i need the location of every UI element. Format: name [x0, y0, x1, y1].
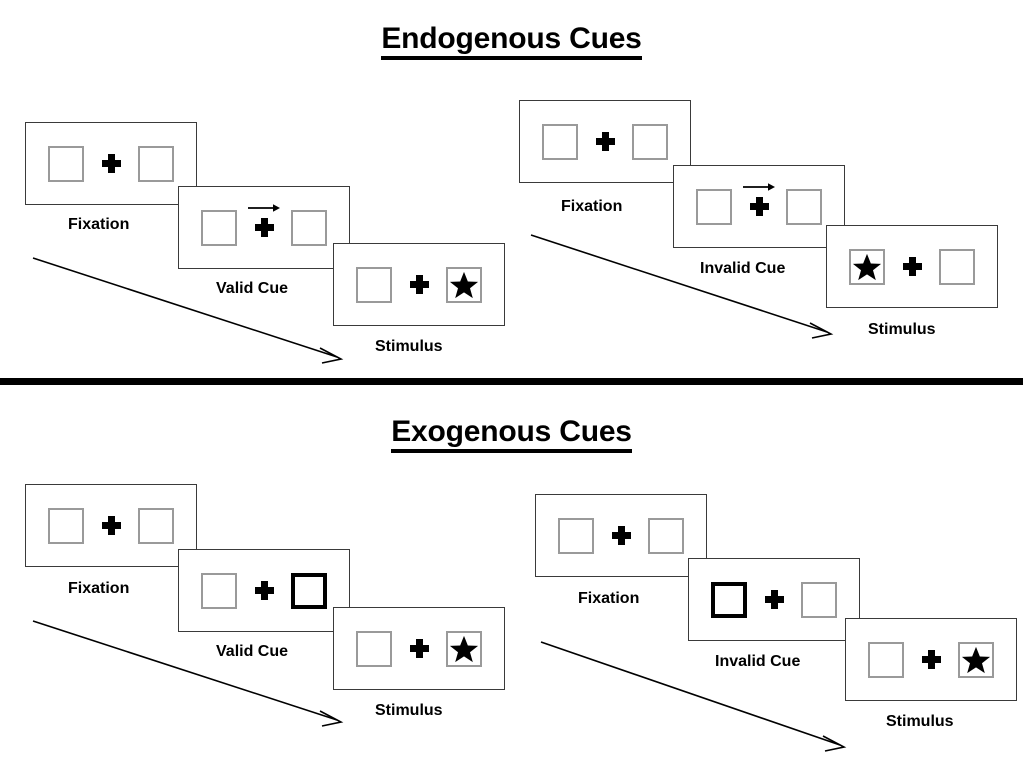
plus-icon: [595, 132, 615, 151]
section-title-endogenous: Endogenous Cues: [0, 22, 1023, 60]
plus-icon: [101, 516, 121, 535]
plus-icon: [101, 154, 121, 173]
fixation-cross-wrap: [747, 590, 801, 609]
frame-exogenous-valid-fixation: [25, 484, 197, 567]
frame-endogenous-valid-fixation: [25, 122, 197, 205]
arrow-right-icon: [743, 183, 775, 191]
placeholder-box-right: [446, 630, 482, 667]
plus-icon: [921, 650, 941, 669]
caption-exogenous-valid-cue: Valid Cue: [216, 643, 289, 660]
caption-exogenous-valid-fixation: Fixation: [68, 580, 130, 597]
section-title-exogenous-text: Exogenous Cues: [391, 415, 632, 453]
fixation-cross-wrap: [392, 639, 446, 658]
placeholder-box-left: [868, 641, 904, 678]
star-icon: [852, 253, 882, 280]
fixation-cross-wrap: [392, 275, 446, 294]
placeholder-box-right: [138, 145, 174, 182]
section-divider: [0, 378, 1023, 385]
frame-endogenous-invalid-cue: [673, 165, 845, 248]
placeholder-box-right: [786, 188, 822, 225]
placeholder-box-left: [696, 188, 732, 225]
caption-exogenous-invalid-stimulus: Stimulus: [886, 713, 954, 730]
fixation-cross-wrap: [904, 650, 958, 669]
star-icon: [449, 271, 479, 298]
frame-exogenous-valid-cue: [178, 549, 350, 632]
plus-icon: [764, 590, 784, 609]
caption-endogenous-valid-stimulus: Stimulus: [375, 338, 443, 355]
section-title-endogenous-text: Endogenous Cues: [381, 22, 642, 60]
caption-exogenous-invalid-cue: Invalid Cue: [715, 653, 801, 670]
caption-endogenous-valid-cue: Valid Cue: [216, 280, 289, 297]
fixation-cross-wrap: [578, 132, 632, 151]
plus-icon: [409, 275, 429, 294]
star-icon: [449, 635, 479, 662]
fixation-cross-wrap: [84, 154, 138, 173]
frame-endogenous-valid-cue: [178, 186, 350, 269]
placeholder-box-right-cued: [291, 572, 327, 609]
caption-endogenous-invalid-stimulus: Stimulus: [868, 321, 936, 338]
placeholder-box-left: [48, 145, 84, 182]
frame-endogenous-invalid-stimulus: [826, 225, 998, 308]
fixation-cross-wrap: [732, 183, 786, 216]
fixation-cross-wrap: [237, 581, 291, 600]
placeholder-box-left: [356, 630, 392, 667]
plus-icon: [749, 197, 769, 216]
frame-endogenous-invalid-fixation: [519, 100, 691, 183]
plus-icon: [409, 639, 429, 658]
placeholder-box-right: [138, 507, 174, 544]
frame-endogenous-valid-stimulus: [333, 243, 505, 326]
fixation-cross-wrap: [885, 257, 939, 276]
frame-exogenous-invalid-stimulus: [845, 618, 1017, 701]
section-title-exogenous: Exogenous Cues: [0, 415, 1023, 453]
diagonal-arrow-icon-exogenous-invalid: [540, 641, 847, 752]
placeholder-box-right: [291, 209, 327, 246]
placeholder-box-left-cued: [711, 581, 747, 618]
placeholder-box-left: [201, 572, 237, 609]
plus-icon: [254, 218, 274, 237]
placeholder-box-left: [849, 248, 885, 285]
frame-exogenous-invalid-fixation: [535, 494, 707, 577]
placeholder-box-left: [356, 266, 392, 303]
star-icon: [961, 646, 991, 673]
placeholder-box-right: [446, 266, 482, 303]
placeholder-box-right: [632, 123, 668, 160]
placeholder-box-right: [801, 581, 837, 618]
placeholder-box-right: [648, 517, 684, 554]
placeholder-box-right: [958, 641, 994, 678]
placeholder-box-left: [558, 517, 594, 554]
caption-exogenous-valid-stimulus: Stimulus: [375, 702, 443, 719]
caption-endogenous-invalid-cue: Invalid Cue: [700, 260, 786, 277]
plus-icon: [611, 526, 631, 545]
fixation-cross-wrap: [237, 204, 291, 237]
placeholder-box-left: [201, 209, 237, 246]
placeholder-box-left: [542, 123, 578, 160]
arrow-right-icon: [248, 204, 280, 212]
placeholder-box-left: [48, 507, 84, 544]
fixation-cross-wrap: [84, 516, 138, 535]
plus-icon: [254, 581, 274, 600]
frame-exogenous-invalid-cue: [688, 558, 860, 641]
frame-exogenous-valid-stimulus: [333, 607, 505, 690]
caption-endogenous-invalid-fixation: Fixation: [561, 198, 623, 215]
fixation-cross-wrap: [594, 526, 648, 545]
caption-exogenous-invalid-fixation: Fixation: [578, 590, 640, 607]
caption-endogenous-valid-fixation: Fixation: [68, 216, 130, 233]
plus-icon: [902, 257, 922, 276]
placeholder-box-right: [939, 248, 975, 285]
